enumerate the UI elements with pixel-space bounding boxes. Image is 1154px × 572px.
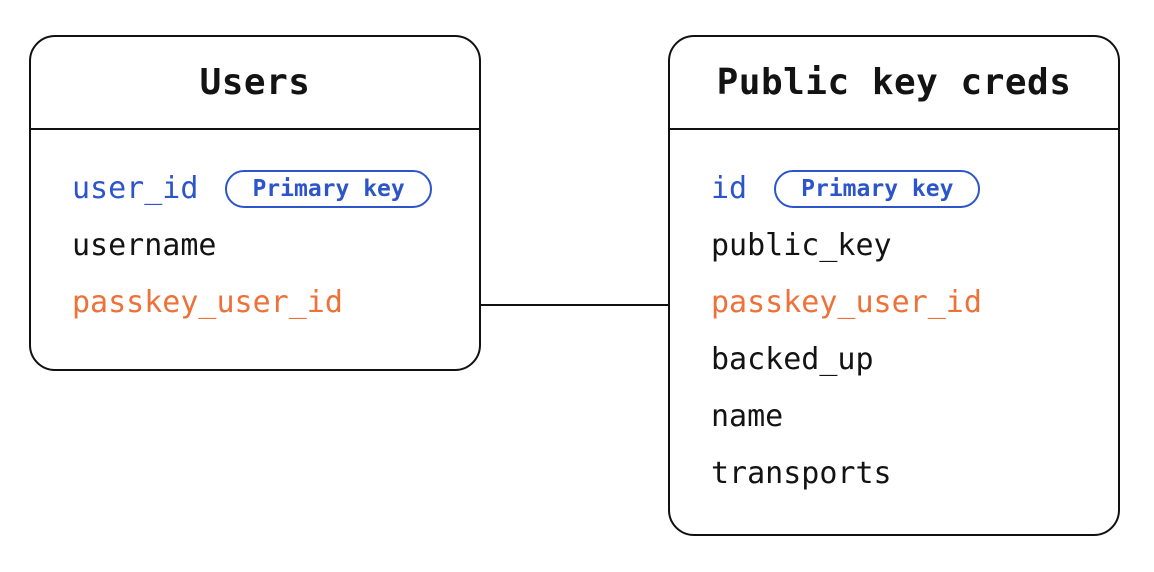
field-name: public_key xyxy=(711,228,892,263)
field-row-user_id: user_id Primary key xyxy=(72,160,479,217)
field-row-username: username xyxy=(72,217,479,274)
field-row-name: name xyxy=(711,388,1118,445)
field-name: transports xyxy=(711,456,892,491)
field-row-transports: transports xyxy=(711,445,1118,502)
field-name: passkey_user_id xyxy=(711,285,982,320)
table-public-key-creds-header: Public key creds xyxy=(670,37,1118,130)
primary-key-badge: Primary key xyxy=(774,169,981,208)
table-public-key-creds-title: Public key creds xyxy=(716,62,1072,103)
field-row-passkey_user_id: passkey_user_id xyxy=(72,274,479,331)
table-public-key-creds: Public key creds id Primary key public_key… xyxy=(668,35,1120,536)
field-name: backed_up xyxy=(711,342,874,377)
field-row-backed_up: backed_up xyxy=(711,331,1118,388)
field-row-id: id Primary key xyxy=(711,160,1118,217)
table-users-title: Users xyxy=(199,62,311,103)
field-name: username xyxy=(72,228,217,263)
field-name: id xyxy=(711,171,748,206)
field-name: passkey_user_id xyxy=(72,285,343,320)
field-row-public_key: public_key xyxy=(711,217,1118,274)
field-name: user_id xyxy=(72,171,199,206)
table-users-header: Users xyxy=(31,37,479,130)
relation-line xyxy=(481,304,668,306)
primary-key-badge: Primary key xyxy=(225,169,432,208)
field-row-passkey_user_id: passkey_user_id xyxy=(711,274,1118,331)
field-name: name xyxy=(711,399,784,434)
